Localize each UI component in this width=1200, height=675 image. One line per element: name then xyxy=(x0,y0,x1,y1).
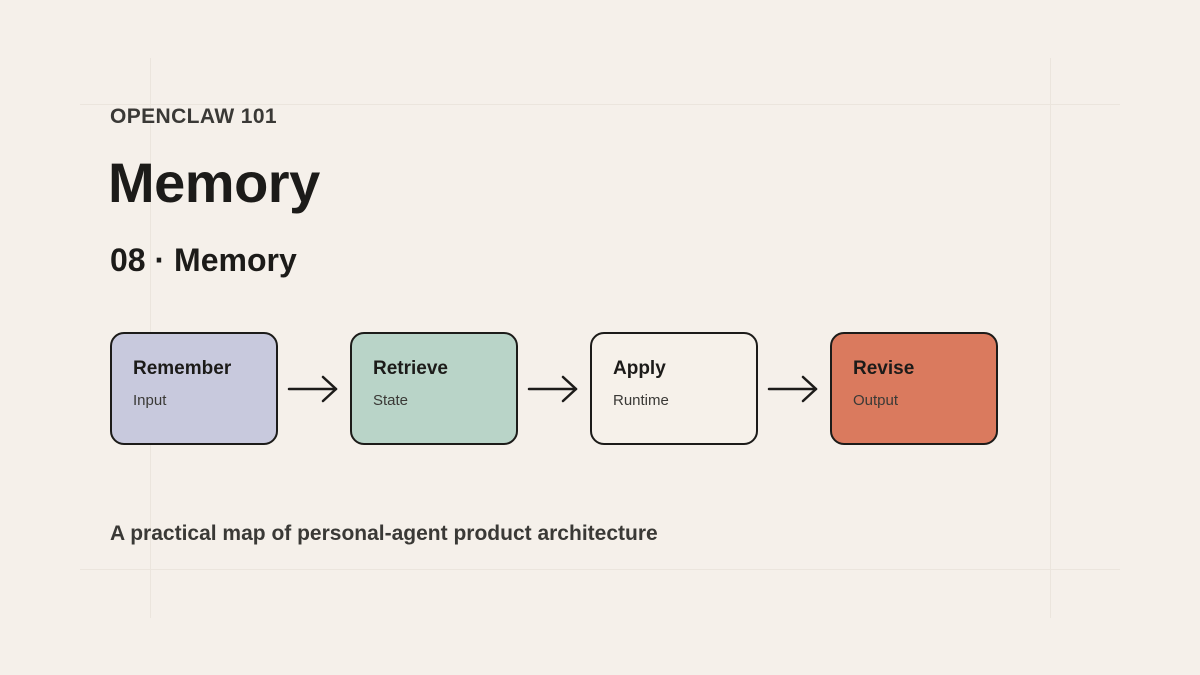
step-box-apply: Apply Runtime xyxy=(590,332,758,445)
guide-line-top xyxy=(80,104,1120,105)
page-title: Memory xyxy=(108,151,320,214)
step-sub: Runtime xyxy=(613,392,669,409)
step-sub: Output xyxy=(853,392,899,409)
step-label: Revise xyxy=(853,358,915,379)
arrow-right-icon xyxy=(527,375,578,403)
step-box-retrieve: Retrieve State xyxy=(350,332,518,445)
step-box-remember: Remember Input xyxy=(110,332,278,445)
guide-line-right xyxy=(1050,58,1051,618)
step-label: Remember xyxy=(133,358,232,379)
step-sub: State xyxy=(373,392,409,409)
step-sub: Input xyxy=(133,392,167,409)
step-box-revise: Revise Output xyxy=(830,332,998,445)
section-subtitle: 08 · Memory xyxy=(110,242,297,278)
guide-line-bottom xyxy=(80,569,1120,570)
arrow-right-icon xyxy=(287,375,338,403)
tagline: A practical map of personal-agent produc… xyxy=(110,522,658,545)
step-label: Apply xyxy=(613,358,666,379)
kicker: OPENCLAW 101 xyxy=(110,105,278,128)
step-label: Retrieve xyxy=(373,358,448,379)
flow-diagram: Remember Input Retrieve State Apply Runt… xyxy=(110,332,1010,448)
arrow-right-icon xyxy=(767,375,818,403)
